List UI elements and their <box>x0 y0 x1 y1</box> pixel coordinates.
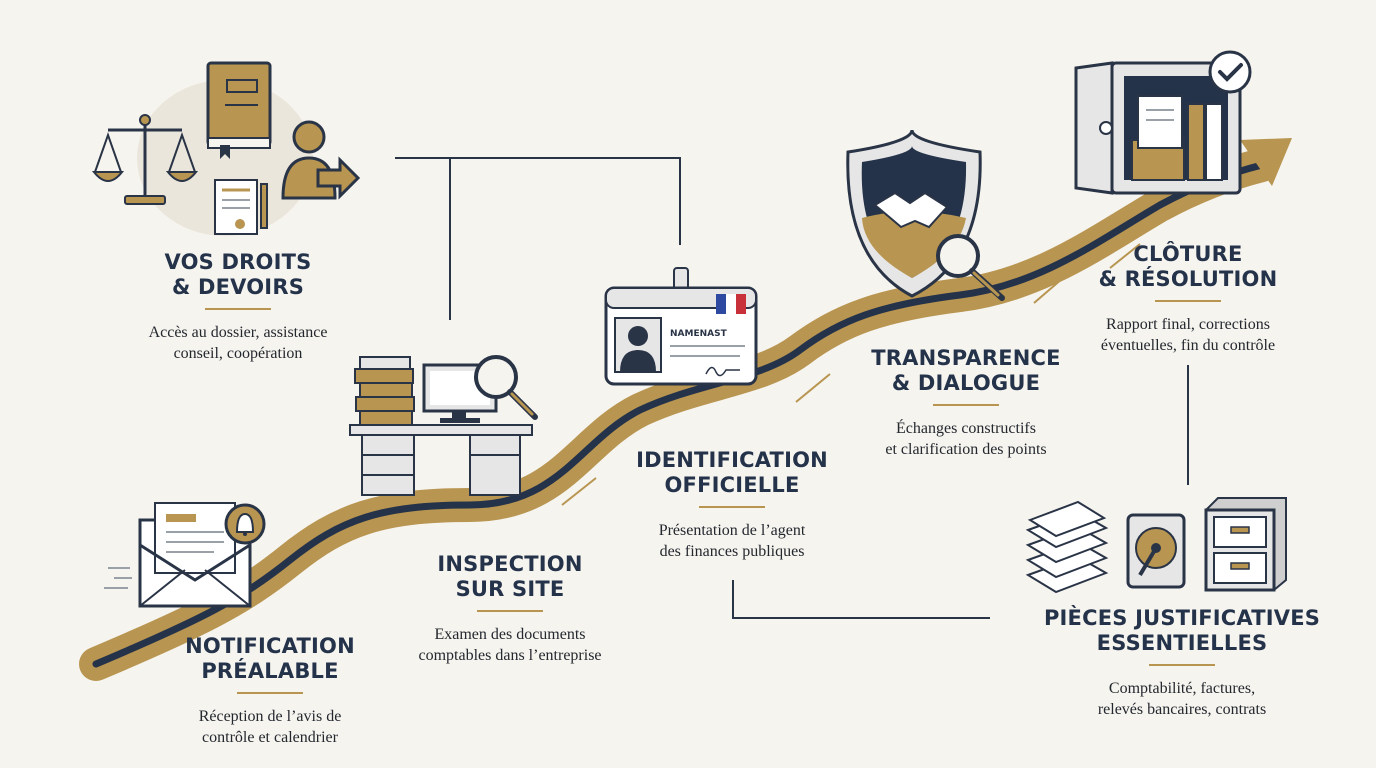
title-line: ESSENTIELLES <box>1096 631 1268 655</box>
divider <box>237 692 303 694</box>
desc-line: Présentation de l’agent <box>658 522 806 539</box>
title-line: SUR SITE <box>455 577 565 601</box>
progress-path <box>79 138 1292 681</box>
hard-drive-icon <box>1126 513 1186 589</box>
step-description: Présentation de l’agent des finances pub… <box>572 520 892 562</box>
title-line: & DIALOGUE <box>891 371 1041 395</box>
step-description: Échanges constructifs et clarification d… <box>806 418 1126 460</box>
divider <box>1149 664 1215 666</box>
desc-line: conseil, coopération <box>173 345 303 362</box>
step-title: TRANSPARENCE & DIALOGUE <box>806 346 1126 396</box>
paper-stack-icon <box>1025 500 1109 594</box>
step-inspection: INSPECTION SUR SITE Examen des documents… <box>350 552 670 666</box>
step-cloture: CLÔTURE & RÉSOLUTION Rapport final, corr… <box>1028 242 1348 356</box>
step-notification: NOTIFICATION PRÉALABLE Réception de l’av… <box>110 634 430 748</box>
title-line: NOTIFICATION <box>185 634 355 658</box>
desc-line: éventuelles, fin du contrôle <box>1100 337 1276 354</box>
desc-line: Échanges constructifs <box>896 420 1036 437</box>
connector-lines <box>395 157 1189 619</box>
id-badge-icon: NAMENAST <box>604 267 758 386</box>
desc-line: Examen des documents <box>434 626 586 643</box>
title-line: VOS DROITS <box>164 250 312 274</box>
step-droits: VOS DROITS & DEVOIRS Accès au dossier, a… <box>78 250 398 364</box>
title-line: & DEVOIRS <box>171 275 305 299</box>
desc-line: contrôle et calendrier <box>202 729 338 746</box>
desc-line: Rapport final, corrections <box>1106 316 1270 333</box>
step-title: CLÔTURE & RÉSOLUTION <box>1028 242 1348 292</box>
desc-line: Accès au dossier, assistance <box>148 324 328 341</box>
desc-line: comptables dans l’entreprise <box>418 647 602 664</box>
badge-name-text: NAMENAST <box>670 329 728 339</box>
divider <box>933 404 999 406</box>
title-line: & RÉSOLUTION <box>1098 267 1278 291</box>
step-title: VOS DROITS & DEVOIRS <box>78 250 398 300</box>
step-description: Examen des documents comptables dans l’e… <box>350 624 670 666</box>
safe-icon <box>1074 50 1252 195</box>
step-title: PIÈCES JUSTIFICATIVES ESSENTIELLES <box>1006 606 1358 656</box>
desc-line: et clarification des points <box>885 441 1047 458</box>
divider <box>477 610 543 612</box>
step-title: INSPECTION SUR SITE <box>350 552 670 602</box>
title-line: TRANSPARENCE <box>871 346 1061 370</box>
rights-icon <box>91 61 361 236</box>
divider <box>1155 300 1221 302</box>
step-description: Comptabilité, factures, relevés bancaire… <box>1006 678 1358 720</box>
step-pieces: PIÈCES JUSTIFICATIVES ESSENTIELLES Compt… <box>1006 606 1358 720</box>
step-transparence: TRANSPARENCE & DIALOGUE Échanges constru… <box>806 346 1126 460</box>
documents-icon <box>1025 497 1287 594</box>
step-title: NOTIFICATION PRÉALABLE <box>110 634 430 684</box>
filing-cabinet-icon <box>1204 497 1287 592</box>
desc-line: relevés bancaires, contrats <box>1097 701 1267 718</box>
title-line: PIÈCES JUSTIFICATIVES <box>1043 606 1321 630</box>
step-title: IDENTIFICATION OFFICIELLE <box>572 448 892 498</box>
step-description: Rapport final, corrections éventuelles, … <box>1028 314 1348 356</box>
title-line: OFFICIELLE <box>664 473 800 497</box>
envelope-icon <box>104 502 266 608</box>
desc-line: Réception de l’avis de <box>198 708 342 725</box>
shield-handshake-icon <box>846 129 1005 301</box>
divider <box>205 308 271 310</box>
divider <box>699 506 765 508</box>
desc-line: des finances publiques <box>659 543 805 560</box>
title-line: PRÉALABLE <box>201 659 339 683</box>
desk-icon <box>349 355 538 496</box>
desc-line: Comptabilité, factures, <box>1108 680 1256 697</box>
step-description: Accès au dossier, assistance conseil, co… <box>78 322 398 364</box>
title-line: CLÔTURE <box>1133 242 1243 266</box>
step-identification: IDENTIFICATION OFFICIELLE Présentation d… <box>572 448 892 562</box>
title-line: INSPECTION <box>437 552 583 576</box>
step-description: Réception de l’avis de contrôle et calen… <box>110 706 430 748</box>
title-line: IDENTIFICATION <box>636 448 828 472</box>
